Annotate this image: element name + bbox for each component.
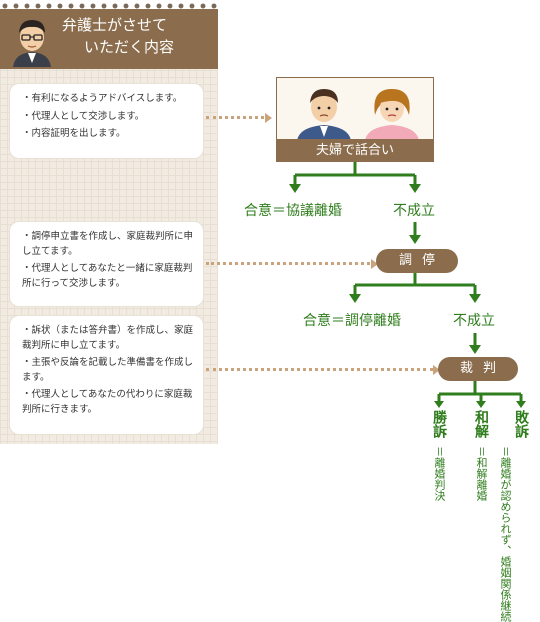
- card-item: ・訴状（または答弁書）を作成し、家庭裁判所に申し立てます。: [22, 325, 194, 351]
- wife-icon: [365, 89, 419, 141]
- agree-discussion-label: 合意＝協議離婚: [244, 203, 342, 219]
- arrow-down-icon: [434, 401, 444, 408]
- arrow-down-icon: [469, 294, 481, 303]
- card-item: ・代理人として交渉します。: [22, 110, 145, 122]
- card-item: ・内容証明を出します。: [22, 128, 126, 139]
- husband-icon: [297, 89, 351, 141]
- card-item: ・有利になるようアドバイスします。: [22, 93, 183, 104]
- outcome-lose-sub: ＝離婚が認められず、婚姻関係継続: [499, 446, 512, 622]
- outcome-win-head: 勝訴: [431, 410, 447, 438]
- card-item: ・代理人としてあなたと一緒に家庭裁判所に行って交渉します。: [22, 263, 193, 289]
- agree-mediation-label: 合意＝調停離婚: [303, 313, 401, 329]
- dotted-arrowhead: [265, 113, 272, 123]
- notepad-header: 弁護士がさせて いただく内容: [0, 9, 218, 69]
- dotted-arrowhead: [433, 365, 440, 375]
- dotted-arrowhead: [371, 259, 378, 269]
- dotted-connector: [206, 368, 433, 371]
- outcome-settle-head: 和解: [473, 410, 489, 438]
- arrow-down-icon: [476, 401, 486, 408]
- dotted-connector: [206, 262, 370, 265]
- service-card-discussion: ・有利になるようアドバイスします。 ・代理人として交渉します。 ・内容証明を出し…: [10, 84, 203, 158]
- lawyer-avatar-icon: [7, 13, 57, 67]
- flow-connectors: [289, 162, 526, 408]
- mediation-pill: 調停: [376, 249, 458, 273]
- arrow-down-icon: [349, 294, 361, 303]
- arrow-down-icon: [469, 345, 481, 354]
- dotted-connector: [206, 116, 264, 119]
- discussion-label: 夫婦で話合い: [276, 139, 434, 162]
- outcome-settle-sub: ＝和解離婚: [475, 446, 488, 501]
- arrow-down-icon: [289, 184, 301, 193]
- card-item: ・主張や反論を記載した準備書を作成します。: [22, 357, 194, 383]
- header-title-line1: 弁護士がさせて: [62, 16, 168, 34]
- service-card-mediation: ・調停申立書を作成し、家庭裁判所に申し立てます。 ・代理人としてあなたと一緒に家…: [10, 222, 203, 306]
- header-title-line2: いただく内容: [84, 38, 175, 56]
- outcome-lose-head: 敗訴: [513, 410, 529, 438]
- outcome-win-sub: ＝離婚判決: [433, 446, 446, 501]
- arrow-down-icon: [409, 184, 421, 193]
- card-item: ・調停申立書を作成し、家庭裁判所に申し立てます。: [22, 231, 194, 257]
- fail-discussion-label: 不成立: [393, 203, 435, 219]
- arrow-down-icon: [409, 235, 421, 244]
- card-item: ・代理人としてあなたの代わりに家庭裁判所に行きます。: [22, 389, 193, 415]
- service-card-trial: ・訴状（または答弁書）を作成し、家庭裁判所に申し立てます。 ・主張や反論を記載し…: [10, 316, 203, 434]
- arrow-down-icon: [516, 401, 526, 408]
- fail-mediation-label: 不成立: [453, 313, 495, 329]
- trial-pill: 裁判: [438, 357, 518, 381]
